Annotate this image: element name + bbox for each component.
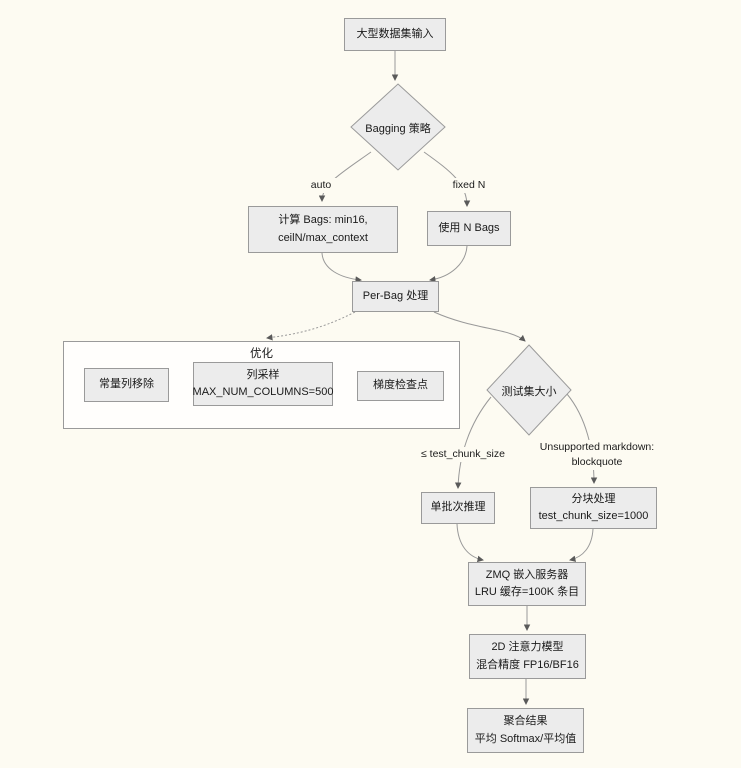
edge-label-le-test-chunk-size: ≤ test_chunk_size [415,447,511,463]
test-set-size-diamond [486,344,572,436]
edge-label-auto: auto [300,178,342,194]
aggregate-results-node: 聚合结果 平均 Softmax/平均值 [467,708,584,753]
chunked-processing-node: 分块处理 test_chunk_size=1000 [530,487,657,529]
node-line: 列采样 [246,368,280,381]
attention-model-node: 2D 注意力模型 混合精度 FP16/BF16 [469,634,586,679]
node-line: ceilN/max_context [278,231,368,244]
edge-perbag-to-optimization [266,311,356,341]
edge-chunked-to-zmq [569,528,594,562]
node-label: 使用 N Bags [438,221,500,234]
node-line: test_chunk_size=1000 [538,510,649,522]
node-line: ZMQ 嵌入服务器 [485,568,569,581]
column-sampling-node: 列采样 MAX_NUM_COLUMNS=500 [193,362,333,406]
node-line: MAX_NUM_COLUMNS=500 [192,386,334,398]
node-label: 梯度检查点 [373,379,428,392]
edge-label-unsupported-markdown: Unsupported markdown: blockquote [533,440,661,471]
edge-singlebatch-to-zmq [456,523,484,563]
test-set-size-label: 测试集大小 [501,386,557,398]
bagging-strategy-label: Bagging 策略 [365,123,431,135]
node-label: 大型数据集输入 [356,27,434,40]
node-line: LRU 缓存=100K 条目 [474,586,580,598]
edge-label-line: blockquote [571,456,623,469]
single-batch-inference-node: 单批次推理 [421,492,495,524]
edge-usenbags-to-perbag [429,245,468,283]
node-label: 单批次推理 [430,501,486,514]
node-line: 2D 注意力模型 [491,641,564,654]
node-label: Per-Bag 处理 [362,289,429,302]
edge-label-fixed-n: fixed N [444,178,494,194]
node-label: 常量列移除 [99,378,154,391]
edge-testsize-to-chunked [566,393,598,484]
node-line: 平均 Softmax/平均值 [474,732,577,745]
input-node: 大型数据集输入 [344,18,446,51]
zmq-embedding-server-node: ZMQ 嵌入服务器 LRU 缓存=100K 条目 [468,562,586,606]
node-line: 分块处理 [571,492,616,505]
edge-label-line: Unsupported markdown: [539,441,655,453]
constant-column-removal-node: 常量列移除 [84,368,169,402]
edge-bagging-auto [318,151,372,202]
edge-perbag-to-testsize [433,311,526,342]
bagging-strategy-diamond [350,83,446,171]
edge-computebags-to-perbag [321,252,362,283]
node-line: 混合精度 FP16/BF16 [476,658,579,671]
optimization-cluster-title: 优化 [250,348,273,360]
node-line: 聚合结果 [503,715,548,728]
use-n-bags-node: 使用 N Bags [427,211,511,246]
node-line: 计算 Bags: min16, [278,214,368,227]
per-bag-node: Per-Bag 处理 [352,281,439,312]
compute-bags-node: 计算 Bags: min16, ceilN/max_context [248,206,398,253]
edge-testsize-to-singlebatch [454,396,492,489]
gradient-checkpoint-node: 梯度检查点 [357,371,444,401]
